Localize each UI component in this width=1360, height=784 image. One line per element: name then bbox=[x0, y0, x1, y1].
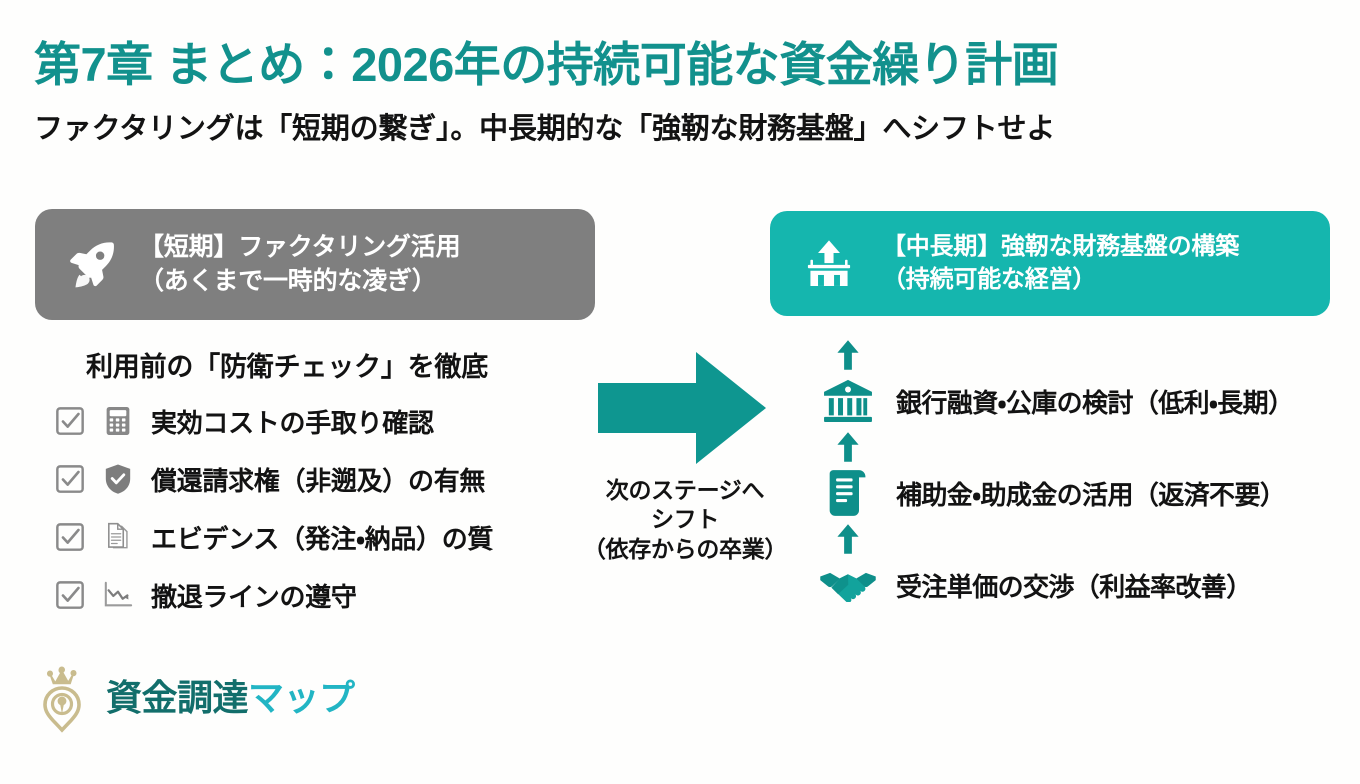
short-term-banner-label: 【短期】ファクタリング活用 （あくまで一時的な凌ぎ） bbox=[139, 233, 461, 295]
list-item-label: 受注単価の交渉（利益率改善） bbox=[896, 571, 1252, 602]
checkbox-checked-icon[interactable] bbox=[55, 522, 85, 552]
shield-check-icon bbox=[101, 462, 135, 496]
up-arrow-icon bbox=[800, 340, 896, 370]
right-arrow-icon bbox=[598, 352, 766, 464]
short-term-banner: 【短期】ファクタリング活用 （あくまで一時的な凌ぎ） bbox=[35, 209, 595, 320]
page-title: 第7章 まとめ：2026年の持続可能な資金繰り計画 bbox=[34, 38, 1059, 91]
left-column-heading: 利用前の「防衛チェック」を徹底 bbox=[86, 352, 488, 382]
list-item: エビデンス（発注・納品）の質 bbox=[55, 508, 575, 566]
list-item: 受注単価の交渉（利益率改善） bbox=[800, 554, 1345, 616]
rocket-icon bbox=[53, 226, 131, 304]
brand-logo-text: 資金調達マップ bbox=[106, 680, 355, 716]
page-subtitle: ファクタリングは「短期の繋ぎ」。中長期的な「強靭な財務基盤」へシフトせよ bbox=[34, 113, 1056, 145]
long-term-action-list: 銀行融資・公庫の検討（低利・長期） 補助金 bbox=[800, 340, 1345, 616]
list-item: 銀行融資・公庫の検討（低利・長期） bbox=[800, 370, 1345, 432]
list-item-label: 銀行融資・公庫の検討（低利・長期） bbox=[896, 387, 1294, 418]
long-term-banner: 【中長期】強靭な財務基盤の構築 （持続可能な経営） bbox=[770, 211, 1330, 316]
checkbox-checked-icon[interactable] bbox=[55, 406, 85, 436]
up-arrow-icon bbox=[800, 432, 896, 462]
scroll-document-icon bbox=[800, 462, 896, 524]
up-arrow-icon bbox=[800, 524, 896, 554]
defense-check-list: 実効コストの手取り確認 償還請求権（非遡及）の有無 bbox=[55, 392, 575, 624]
declining-chart-icon bbox=[101, 578, 135, 612]
transition-caption: 次のステージへ シフト （依存からの卒業） bbox=[582, 477, 788, 562]
list-item-label: 実効コストの手取り確認 bbox=[151, 407, 434, 438]
list-item: 実効コストの手取り確認 bbox=[55, 392, 575, 450]
list-item-label: 補助金・助成金の活用（返済不要） bbox=[896, 479, 1286, 510]
foundation-up-icon bbox=[790, 225, 868, 303]
list-item-label: 償還請求権（非遡及）の有無 bbox=[151, 465, 486, 496]
list-item: 撤退ラインの遵守 bbox=[55, 566, 575, 624]
brand-logo[interactable]: 資金調達マップ bbox=[30, 662, 355, 734]
list-item-label: 撤退ラインの遵守 bbox=[151, 581, 357, 612]
handshake-icon bbox=[800, 554, 896, 616]
bank-icon bbox=[800, 370, 896, 432]
checkbox-checked-icon[interactable] bbox=[55, 580, 85, 610]
checkbox-checked-icon[interactable] bbox=[55, 464, 85, 494]
documents-icon bbox=[101, 520, 135, 554]
brand-logo-text-secondary: マップ bbox=[248, 677, 355, 718]
list-item: 償還請求権（非遡及）の有無 bbox=[55, 450, 575, 508]
brand-logo-text-primary: 資金調達 bbox=[106, 677, 249, 718]
crown-map-pin-icon bbox=[30, 662, 94, 734]
list-item: 補助金・助成金の活用（返済不要） bbox=[800, 462, 1345, 524]
list-item-label: エビデンス（発注・納品）の質 bbox=[151, 523, 494, 554]
calculator-icon bbox=[101, 404, 135, 438]
long-term-banner-label: 【中長期】強靭な財務基盤の構築 （持続可能な経営） bbox=[882, 233, 1239, 293]
